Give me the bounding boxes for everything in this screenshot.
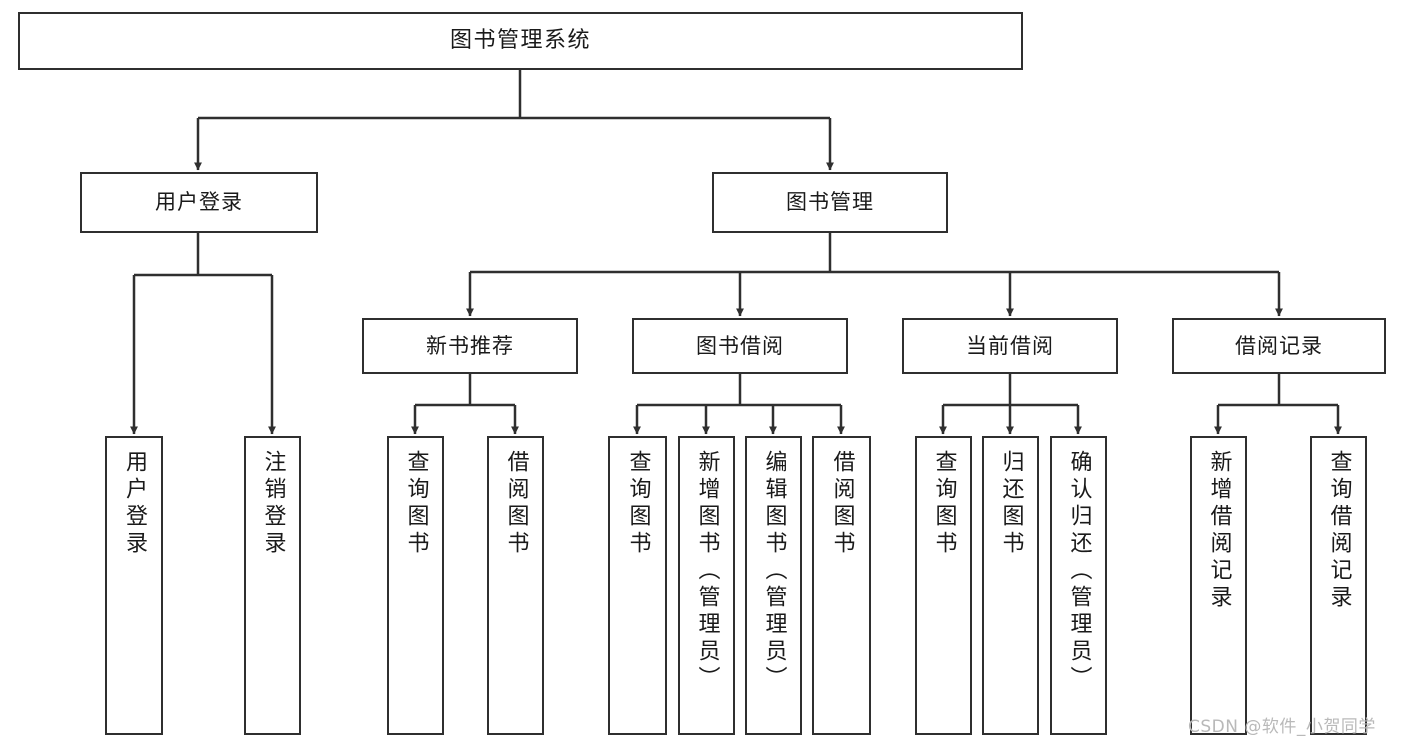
leaf-node-query-borrow-record[interactable]: 查询借阅记录 — [1310, 436, 1367, 735]
node-label: 查询借阅记录 — [1326, 450, 1352, 612]
node-label: 借阅记录 — [1235, 333, 1323, 358]
node-borrow-record[interactable]: 借阅记录 — [1172, 318, 1386, 374]
node-label: 用户登录 — [155, 190, 243, 214]
node-label: 查询图书 — [931, 450, 957, 558]
node-new-book-recommend[interactable]: 新书推荐 — [362, 318, 578, 374]
leaf-node-query-book-2[interactable]: 查询图书 — [608, 436, 667, 735]
node-label: 新书推荐 — [426, 333, 514, 358]
node-user-login[interactable]: 用户登录 — [80, 172, 318, 233]
node-label: 图书管理系统 — [449, 28, 591, 53]
node-label: 借阅图书 — [503, 450, 529, 558]
node-label: 编辑图书（管理员） — [761, 450, 787, 693]
node-book-borrow[interactable]: 图书借阅 — [632, 318, 848, 374]
node-label: 图书管理 — [786, 190, 874, 214]
node-current-borrow[interactable]: 当前借阅 — [902, 318, 1118, 374]
leaf-node-query-book-1[interactable]: 查询图书 — [387, 436, 444, 735]
node-label: 归还图书 — [998, 450, 1024, 558]
node-label: 查询图书 — [625, 450, 651, 558]
node-label: 新增借阅记录 — [1206, 450, 1232, 612]
node-label: 用户登录 — [122, 450, 147, 558]
leaf-node-add-borrow-record[interactable]: 新增借阅记录 — [1190, 436, 1247, 735]
leaf-node-confirm-return-admin[interactable]: 确认归还（管理员） — [1050, 436, 1107, 735]
node-label: 借阅图书 — [829, 450, 855, 558]
node-label: 新增图书（管理员） — [694, 450, 720, 693]
node-label: 图书借阅 — [696, 333, 784, 358]
node-label: 当前借阅 — [966, 333, 1054, 358]
node-book-manage[interactable]: 图书管理 — [712, 172, 948, 233]
leaf-node-logout[interactable]: 注销登录 — [244, 436, 301, 735]
leaf-node-query-book-3[interactable]: 查询图书 — [915, 436, 972, 735]
node-label: 注销登录 — [260, 450, 286, 558]
leaf-node-user-login[interactable]: 用户登录 — [105, 436, 163, 735]
csdn-watermark: CSDN @软件_小贺同学 — [1188, 717, 1376, 737]
leaf-node-borrow-book-1[interactable]: 借阅图书 — [487, 436, 544, 735]
node-label: 查询图书 — [403, 450, 429, 558]
leaf-node-edit-book-admin[interactable]: 编辑图书（管理员） — [745, 436, 802, 735]
leaf-node-return-book[interactable]: 归还图书 — [982, 436, 1039, 735]
node-label: 确认归还（管理员） — [1066, 450, 1092, 693]
leaf-node-borrow-book-2[interactable]: 借阅图书 — [812, 436, 871, 735]
node-system-root[interactable]: 图书管理系统 — [18, 12, 1023, 70]
leaf-node-add-book-admin[interactable]: 新增图书（管理员） — [678, 436, 735, 735]
